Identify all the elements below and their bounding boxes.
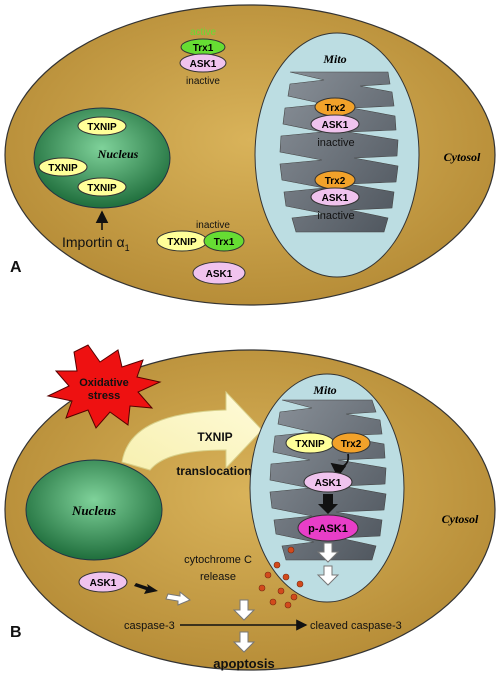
trx2-mito-b-label: Trx2 — [341, 439, 362, 450]
mito-a-label: Mito — [322, 52, 346, 66]
mito-b-label: Mito — [312, 383, 336, 397]
cytosol-a-label: Cytosol — [444, 150, 481, 164]
txnip-complex-label: TXNIP — [167, 237, 197, 248]
stress-line1: Oxidative — [79, 377, 129, 389]
trx2-a-2-label: Trx2 — [325, 176, 346, 187]
ask1-mito-a-2-label: ASK1 — [322, 193, 349, 204]
apoptosis-label: apoptosis — [213, 656, 274, 671]
ask1-top-label: ASK1 — [190, 59, 217, 70]
cytochrome-c-dots — [258, 546, 304, 609]
ask1-top — [179, 53, 227, 73]
trx1-complex — [203, 230, 245, 252]
caspase3-label: caspase-3 — [124, 620, 175, 632]
ask1-mito-a-2 — [310, 187, 360, 207]
txnip-mito-b-label: TXNIP — [295, 439, 325, 450]
mito-a-cristae — [279, 71, 399, 233]
pask1-mito-b-label: p-ASK1 — [308, 523, 348, 535]
ask1-mito-a-1 — [310, 114, 360, 134]
nucleus-a — [33, 107, 171, 209]
inactive-complex: inactive — [196, 220, 230, 231]
txnip-nuc-1-label: TXNIP — [87, 122, 117, 133]
txnip-nuc-2-label: TXNIP — [48, 163, 78, 174]
txnip-nuc-2 — [38, 157, 88, 177]
active-label: active — [190, 27, 217, 38]
ask1-free-label: ASK1 — [206, 269, 233, 280]
txnip-nuc-3-label: TXNIP — [87, 183, 117, 194]
translocation-label: translocation — [176, 464, 251, 478]
release-curve-arrow — [330, 453, 350, 478]
translocation-arrow — [121, 390, 263, 471]
cytosol-b-label: Cytosol — [442, 512, 479, 526]
importin-label: Importin α1 — [62, 234, 130, 253]
txnip-translocation-label: TXNIP — [197, 430, 232, 444]
txnip-nuc-1 — [77, 116, 127, 136]
trx1-top-label: Trx1 — [193, 43, 214, 54]
inactive-mito-a-1: inactive — [317, 137, 354, 149]
inactive-mito-a-2: inactive — [317, 210, 354, 222]
ask1-mito-b — [303, 471, 353, 493]
ask1-mito-b-label: ASK1 — [315, 478, 342, 489]
panel-a: active Trx1 ASK1 inactive Nucleus TXNIP … — [4, 4, 496, 306]
apoptosis-arrow — [232, 631, 256, 653]
ask1-white-arrow — [165, 590, 191, 606]
nucleus-b — [25, 459, 163, 561]
white-arrow-1 — [316, 542, 340, 563]
trx2-a-1-label: Trx2 — [325, 103, 346, 114]
panel-a-letter: A — [10, 259, 22, 276]
ask1-cyto-b-label: ASK1 — [90, 578, 117, 589]
oxidative-stress-burst — [46, 344, 162, 429]
stress-line2: stress — [88, 390, 120, 402]
ask1-black-arrow — [134, 583, 158, 594]
panel-b: Oxidative stress Nucleus TXNIP transloca… — [4, 344, 496, 671]
ask1-cyto-b — [78, 571, 128, 593]
white-arrow-2 — [316, 565, 340, 586]
nucleus-a-label: Nucleus — [97, 147, 139, 161]
inactive-top: inactive — [186, 76, 220, 87]
cytc-line1: cytochrome C — [184, 554, 252, 566]
trx2-mito-b — [331, 432, 371, 454]
cytc-down-arrow — [232, 599, 256, 621]
ask1-mito-a-1-label: ASK1 — [322, 120, 349, 131]
trx1-complex-label: Trx1 — [214, 237, 235, 248]
txnip-nuc-3 — [77, 177, 127, 197]
ask1-free — [192, 261, 246, 285]
panel-b-letter: B — [10, 624, 22, 641]
cleaved-caspase3-label: cleaved caspase-3 — [310, 620, 402, 632]
cytc-line2: release — [200, 571, 236, 583]
phosphorylation-arrow — [318, 494, 338, 514]
pask1-mito-b — [297, 514, 359, 542]
nucleus-b-label: Nucleus — [71, 503, 116, 518]
